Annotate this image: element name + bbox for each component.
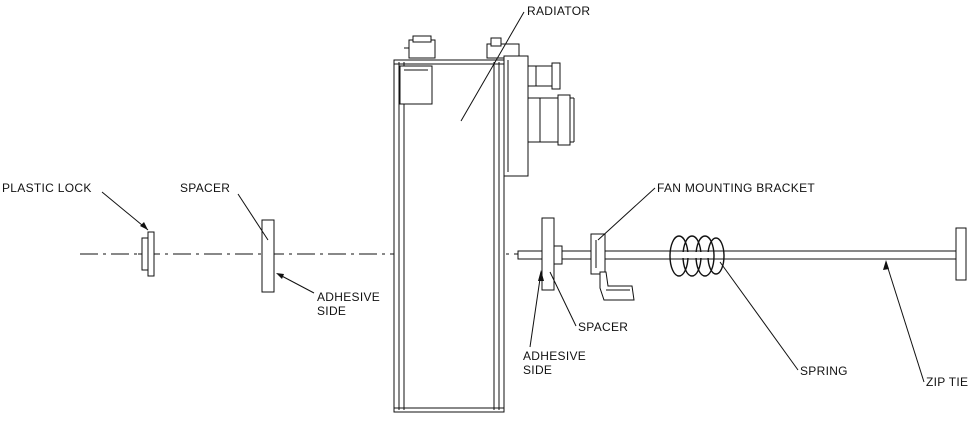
leader-radiator	[460, 11, 525, 122]
spacer-left	[261, 219, 275, 293]
label-adhesive-left-2: SIDE	[317, 304, 346, 318]
leader-fan-mounting-bracket	[597, 187, 656, 241]
leader-adhesive-left	[277, 273, 315, 294]
arrowhead-adhesive-left	[276, 273, 284, 279]
label-radiator: RADIATOR	[527, 4, 590, 18]
radiator	[393, 35, 575, 413]
arrowhead-zip-tie	[883, 260, 889, 270]
label-plastic-lock: PLASTIC LOCK	[2, 181, 92, 195]
leader-zip-tie	[885, 261, 925, 383]
label-spacer-left: SPACER	[180, 181, 230, 195]
leader-spring	[719, 261, 799, 371]
label-zip-tie: ZIP TIE	[926, 375, 968, 389]
spacer-right	[541, 217, 563, 291]
label-fan-mounting-bracket: FAN MOUNTING BRACKET	[657, 181, 815, 195]
leader-plastic-lock	[101, 191, 149, 231]
label-adhesive-left-1: ADHESIVE	[317, 290, 380, 304]
plastic-lock	[138, 231, 155, 277]
label-spring: SPRING	[800, 364, 848, 378]
label-adhesive-right-2: SIDE	[523, 363, 552, 377]
arrowhead-plastic-lock	[140, 222, 148, 230]
leader-adhesive-right	[529, 271, 542, 348]
zip-tie	[517, 227, 967, 281]
label-spacer-right: SPACER	[578, 320, 628, 334]
label-adhesive-right-1: ADHESIVE	[523, 349, 586, 363]
spring	[669, 235, 725, 277]
fan-mounting-bracket	[590, 233, 635, 301]
arrowhead-adhesive-right	[538, 270, 544, 281]
leader-spacer-right	[549, 271, 577, 327]
leader-spacer-left	[237, 193, 269, 241]
